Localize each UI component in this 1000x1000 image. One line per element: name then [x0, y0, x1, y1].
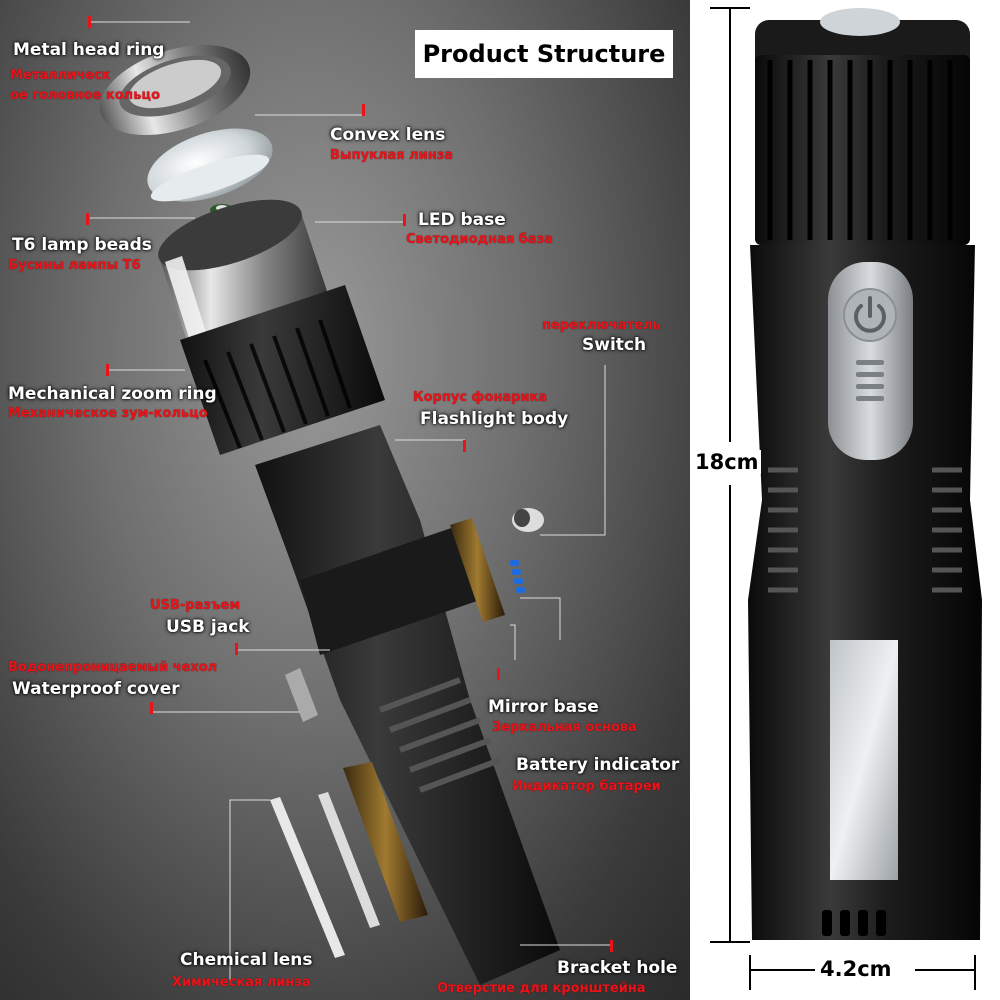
waterproof-cover-part: [285, 668, 318, 722]
label-mechanical-zoom-ring-ru: Механическое зум-кольцо: [8, 406, 208, 421]
length-dimension-line: [710, 7, 750, 943]
switch-part: [512, 508, 544, 532]
label-chemical-lens: Chemical lens: [180, 950, 313, 970]
label-mechanical-zoom-ring: Mechanical zoom ring: [8, 384, 217, 404]
label-bracket-hole-ru: Отверстие для кронштейна: [437, 981, 646, 996]
label-metal-head-ring-ru-1: Металлическ: [10, 68, 111, 83]
label-flashlight-body-ru: Корпус фонарика: [413, 390, 548, 405]
label-switch: Switch: [582, 335, 647, 355]
label-convex-lens-ru: Выпуклая линза: [330, 148, 454, 163]
length-dimension-label: 18cm: [693, 450, 761, 474]
exploded-view-drawing: [86, 16, 613, 985]
label-usb-jack-ru: USB-разъем: [150, 598, 241, 613]
label-battery-indicator-ru: Индикатор батареи: [512, 779, 661, 794]
label-t6-lamp-beads-ru: Бусины лампы Т6: [8, 258, 141, 273]
label-chemical-lens-ru: Химическая линза: [172, 975, 311, 990]
label-battery-indicator: Battery indicator: [516, 755, 680, 775]
width-dimension-line: [749, 955, 976, 990]
label-usb-jack: USB jack: [166, 617, 250, 637]
label-led-base: LED base: [418, 210, 506, 230]
power-icon: [854, 296, 886, 333]
label-t6-lamp-beads: T6 lamp beads: [12, 235, 152, 255]
dimension-panel: 18cm 4.2cm: [690, 0, 1000, 1000]
exploded-view-panel: Product Structure Metal head ring Металл…: [0, 0, 690, 1000]
label-flashlight-body: Flashlight body: [420, 409, 569, 429]
width-dimension-label: 4.2cm: [818, 957, 894, 981]
zoom-ring-part: [180, 285, 385, 455]
label-metal-head-ring: Metal head ring: [13, 40, 165, 60]
assembled-flashlight: [748, 8, 982, 940]
label-waterproof-cover: Waterproof cover: [12, 679, 180, 699]
label-mirror-base: Mirror base: [488, 697, 599, 717]
mirror-base-part: [450, 518, 505, 622]
battery-indicator-leds: [510, 560, 525, 593]
page-title: Product Structure: [415, 30, 673, 78]
metal-head-ring-part: [99, 44, 251, 136]
label-convex-lens: Convex lens: [330, 125, 446, 145]
label-led-base-ru: Светодиодная база: [406, 232, 553, 247]
label-metal-head-ring-ru-2: ое головное кольцо: [10, 88, 160, 103]
chemical-lens-part: [270, 762, 428, 958]
assembled-flashlight-drawing: [710, 7, 982, 990]
label-mirror-base-ru: Зеркальная основа: [492, 720, 637, 735]
flashlight-body-part: [255, 425, 560, 985]
label-switch-ru: переключатель: [542, 318, 661, 333]
cob-side-light: [830, 640, 898, 880]
label-bracket-hole: Bracket hole: [557, 958, 678, 978]
label-waterproof-cover-ru: Водонепроницаемый чехол: [8, 660, 218, 675]
convex-lens-part: [147, 128, 273, 202]
